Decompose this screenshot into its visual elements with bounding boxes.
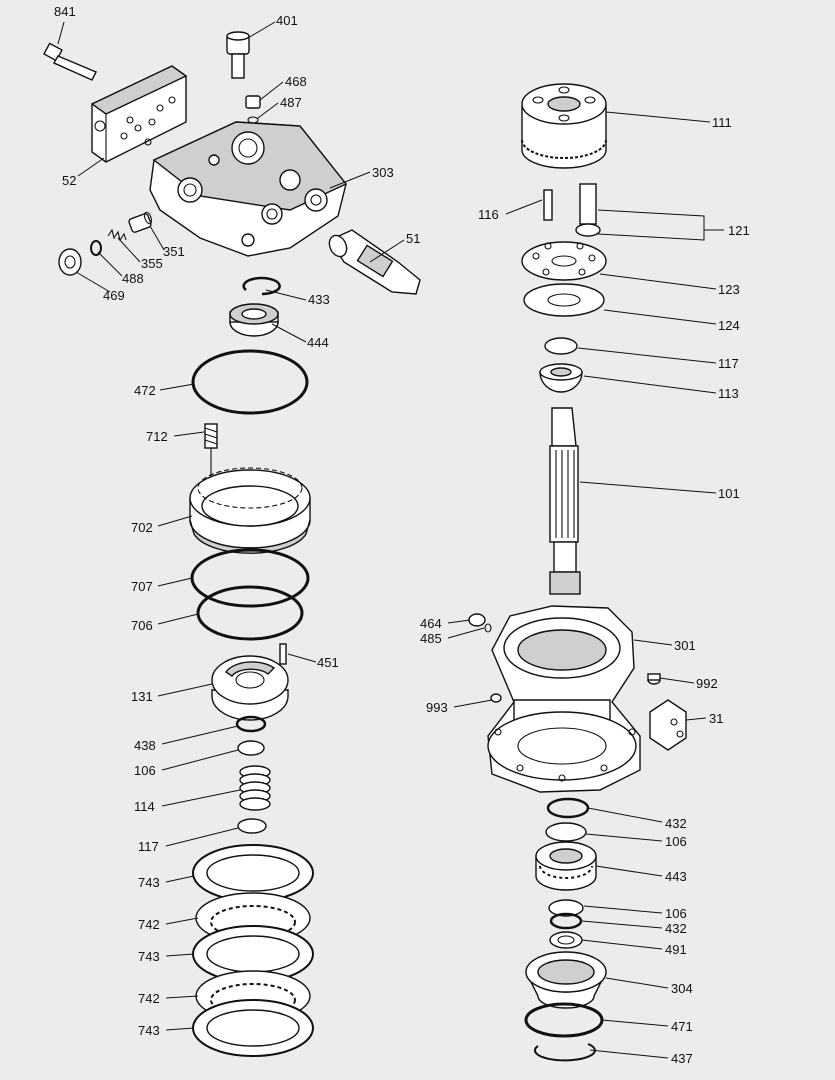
plunger-351 — [128, 211, 153, 233]
plate-743-lower — [192, 999, 314, 1057]
callout-707: 707 — [131, 579, 153, 594]
callout-52: 52 — [62, 173, 76, 188]
callout-106-left: 106 — [134, 763, 156, 778]
callout-131: 131 — [131, 689, 153, 704]
callout-487: 487 — [280, 95, 302, 110]
bearing-444 — [229, 303, 279, 337]
pin-116 — [543, 189, 553, 221]
plug-992 — [647, 673, 661, 685]
retainer-plate-123 — [521, 241, 607, 281]
o-ring-706 — [196, 585, 304, 641]
callout-491: 491 — [665, 942, 687, 957]
callout-117-right: 117 — [718, 356, 739, 371]
spacer-106-left — [237, 740, 265, 756]
callout-121: 121 — [728, 223, 750, 238]
bolt-841 — [43, 42, 97, 81]
seal-491 — [549, 931, 583, 949]
cylinder-block-111 — [521, 83, 607, 169]
callout-401: 401 — [276, 13, 298, 28]
casing-301 — [487, 605, 641, 793]
callout-471: 471 — [671, 1019, 693, 1034]
plug-993 — [490, 693, 502, 703]
bearing-443 — [535, 841, 597, 891]
spring-114 — [239, 765, 271, 811]
callout-841: 841 — [54, 4, 76, 19]
bolt-401 — [226, 31, 250, 79]
callout-743-lower: 743 — [138, 1023, 160, 1038]
callout-438: 438 — [134, 738, 156, 753]
spacer-117-left — [237, 818, 267, 834]
callout-106-right-lower: 106 — [665, 906, 687, 921]
callout-743-middle: 743 — [138, 949, 160, 964]
callout-992: 992 — [696, 676, 718, 691]
snap-ring-438 — [235, 715, 267, 733]
callout-706: 706 — [131, 618, 153, 633]
spacer-106-right-upper — [545, 822, 587, 842]
callout-488: 488 — [122, 271, 144, 286]
callout-301: 301 — [674, 638, 696, 653]
leader-lines — [57, 21, 724, 1059]
plate-743-upper — [192, 844, 314, 902]
callout-444: 444 — [307, 335, 329, 350]
callout-101: 101 — [718, 486, 740, 501]
callout-432-lower: 432 — [665, 921, 687, 936]
snap-ring-432-lower — [549, 912, 583, 930]
callout-351: 351 — [163, 244, 185, 259]
callout-123: 123 — [718, 282, 740, 297]
plug-468 — [245, 95, 261, 124]
callout-51: 51 — [406, 231, 420, 246]
drive-shaft-101 — [549, 407, 581, 595]
callout-472: 472 — [134, 383, 156, 398]
callout-111: 111 — [712, 115, 732, 130]
callout-106-right-upper: 106 — [665, 834, 687, 849]
brake-piston-702 — [189, 467, 311, 554]
relief-block-31 — [649, 699, 687, 751]
callout-443: 443 — [665, 869, 687, 884]
o-ring-471 — [524, 1002, 604, 1038]
callout-464: 464 — [420, 616, 442, 631]
o-ring-488 — [90, 240, 102, 256]
callout-485: 485 — [420, 631, 442, 646]
callout-117-left: 117 — [138, 839, 159, 854]
callout-304: 304 — [671, 981, 693, 996]
callout-432-upper: 432 — [665, 816, 687, 831]
valve-casing-303 — [149, 121, 348, 257]
callout-124: 124 — [718, 318, 740, 333]
callout-468: 468 — [285, 74, 307, 89]
valve-plate-131 — [211, 655, 289, 721]
callout-743-upper: 743 — [138, 875, 160, 890]
spacer-106-right-lower — [548, 899, 584, 917]
callout-702: 702 — [131, 520, 153, 535]
callout-993: 993 — [426, 700, 448, 715]
callout-433: 433 — [308, 292, 330, 307]
callout-742-lower: 742 — [138, 991, 160, 1006]
spool-51 — [328, 229, 421, 295]
snap-ring-432-upper — [546, 797, 590, 819]
pin-451 — [279, 643, 287, 665]
callout-355: 355 — [141, 256, 163, 271]
plug-469 — [58, 248, 82, 276]
callout-labels: 841 401 468 487 52 303 51 351 355 488 46… — [54, 4, 750, 1066]
callout-712: 712 — [146, 429, 168, 444]
callout-469: 469 — [103, 288, 125, 303]
snap-ring-437 — [533, 1043, 596, 1062]
spring-712 — [204, 423, 218, 500]
spherical-bush-113 — [539, 363, 583, 393]
callout-303: 303 — [372, 165, 394, 180]
callout-451: 451 — [317, 655, 339, 670]
callout-116: 116 — [478, 207, 499, 222]
callout-437: 437 — [671, 1051, 693, 1066]
shoe-plate-124 — [523, 283, 605, 317]
o-ring-472 — [191, 349, 309, 415]
valve-block-52 — [90, 65, 188, 163]
callout-114: 114 — [134, 799, 155, 814]
callout-742-upper: 742 — [138, 917, 160, 932]
spacer-117-right — [544, 337, 578, 355]
callout-113: 113 — [718, 386, 739, 401]
cover-304 — [525, 951, 607, 1009]
callout-31: 31 — [709, 711, 723, 726]
piston-121 — [575, 183, 601, 237]
spring-355 — [107, 228, 127, 242]
